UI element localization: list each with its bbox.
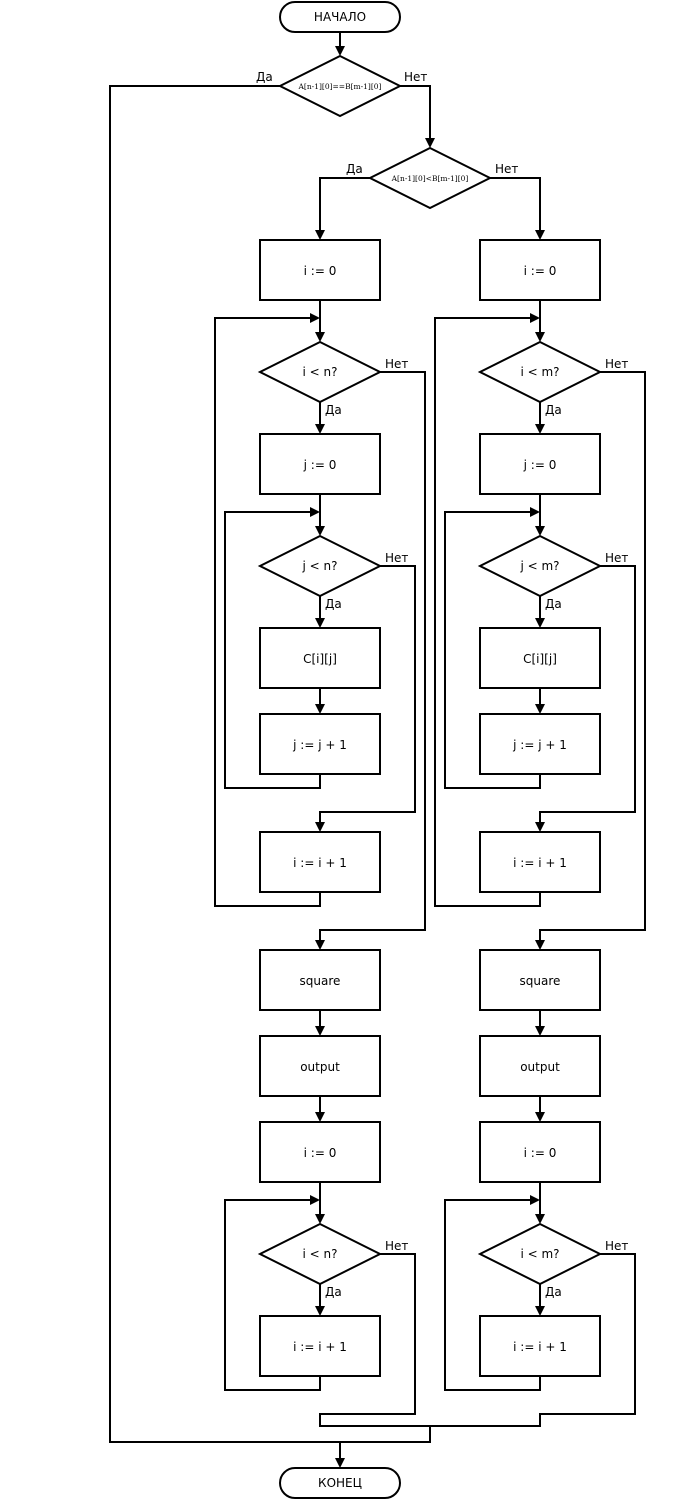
right-inc-i-label: i := i + 1 (513, 856, 567, 870)
right-init-i-label: i := 0 (524, 264, 557, 278)
right-cond-j-yes: Да (545, 597, 562, 611)
right-init-j-label: j := 0 (523, 458, 557, 472)
end-terminal (279, 1467, 401, 1499)
right-inc-i2-box (479, 1315, 601, 1377)
left-square-label: square (300, 974, 341, 988)
decision-less-label: A[n-1][0]<B[m-1][0] (391, 174, 469, 183)
left-inc-j-label: j := j + 1 (292, 738, 347, 752)
decision-equal-yes: Да (256, 70, 273, 84)
left-cond-i-yes: Да (325, 403, 342, 417)
left-body-box (259, 627, 381, 689)
decision-less-no: Нет (495, 162, 518, 176)
right-inc-j-label: j := j + 1 (512, 738, 567, 752)
decision-equal-no: Нет (404, 70, 427, 84)
right-init-i2-label: i := 0 (524, 1146, 557, 1160)
left-inc-i-label: i := i + 1 (293, 856, 347, 870)
right-cond-i-no: Нет (605, 357, 628, 371)
left-init-i-box (259, 239, 381, 301)
left-init-j-label: j := 0 (303, 458, 337, 472)
right-cond-j-label: j < m? (519, 559, 559, 573)
decision-equal (277, 54, 403, 118)
right-square-box (479, 949, 601, 1011)
right-cond-i-label: i < m? (520, 365, 559, 379)
right-square-label: square (520, 974, 561, 988)
right-init-i-box (479, 239, 601, 301)
right-body-label: C[i][j] (523, 652, 557, 666)
left-init-i-label: i := 0 (304, 264, 337, 278)
left-cond-i-no: Нет (385, 357, 408, 371)
right-cond-i2-yes: Да (545, 1285, 562, 1299)
right-inc-i-box (479, 831, 601, 893)
left-cond-j-label: j < n? (302, 559, 338, 573)
left-inc-i2-label: i := i + 1 (293, 1340, 347, 1354)
right-output-label: output (520, 1060, 560, 1074)
start-label: НАЧАЛО (314, 10, 366, 24)
right-inc-i2-label: i := i + 1 (513, 1340, 567, 1354)
left-output-box (259, 1035, 381, 1097)
decision-equal-label: A[n-1][0]==B[m-1][0] (297, 82, 381, 91)
right-cond-i2-no: Нет (605, 1239, 628, 1253)
left-cond-i-label: i < n? (303, 365, 338, 379)
left-cond-i2-yes: Да (325, 1285, 342, 1299)
right-cond-j-no: Нет (605, 551, 628, 565)
right-output-box (479, 1035, 601, 1097)
right-init-i2-box (479, 1121, 601, 1183)
left-inc-i2-box (259, 1315, 381, 1377)
decision-less (367, 146, 493, 210)
left-cond-j-yes: Да (325, 597, 342, 611)
left-output-label: output (300, 1060, 340, 1074)
left-init-i2-label: i := 0 (304, 1146, 337, 1160)
left-init-j-box (259, 433, 381, 495)
right-cond-i2-label: i < m? (520, 1247, 559, 1261)
right-init-j-box (479, 433, 601, 495)
right-body-box (479, 627, 601, 689)
left-cond-i2-label: i < n? (303, 1247, 338, 1261)
bypass-connector (109, 85, 340, 1443)
left-cond-j-no: Нет (385, 551, 408, 565)
left-init-i2-box (259, 1121, 381, 1183)
left-cond-i2-no: Нет (385, 1239, 408, 1253)
left-body-label: C[i][j] (303, 652, 337, 666)
end-label: КОНЕЦ (318, 1476, 362, 1490)
decision-less-yes: Да (346, 162, 363, 176)
right-cond-i-yes: Да (545, 403, 562, 417)
left-inc-j-box (259, 713, 381, 775)
right-inc-j-box (479, 713, 601, 775)
left-inc-i-box (259, 831, 381, 893)
